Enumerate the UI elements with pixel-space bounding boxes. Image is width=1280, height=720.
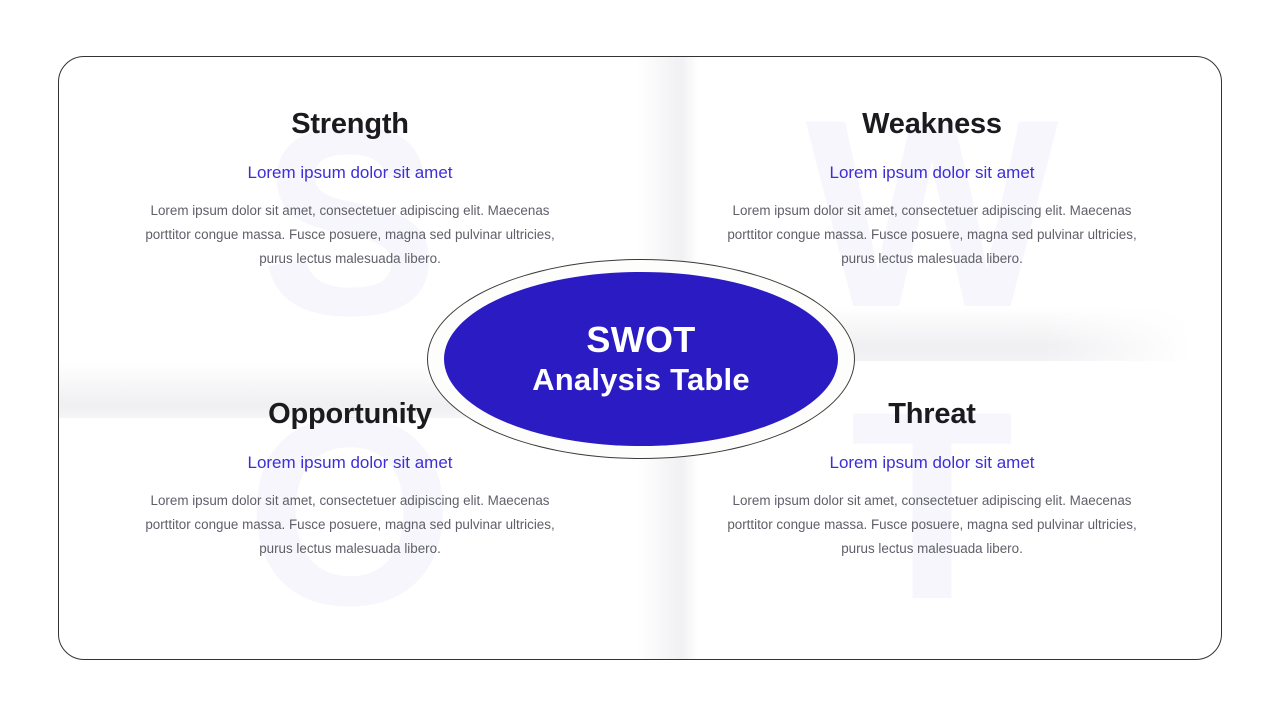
quadrant-subtitle-weakness: Lorem ipsum dolor sit amet xyxy=(829,162,1035,182)
quadrant-body-strength: Lorem ipsum dolor sit amet, consectetuer… xyxy=(145,203,555,266)
quadrant-title-weakness: Weakness xyxy=(862,108,1002,140)
quadrant-body-weakness: Lorem ipsum dolor sit amet, consectetuer… xyxy=(727,203,1137,266)
badge-title-line2: Analysis Table xyxy=(532,361,750,397)
badge-title-line1: SWOT xyxy=(586,319,696,361)
badge-fill-ellipse: SWOT Analysis Table xyxy=(444,272,838,446)
quadrant-body-threat: Lorem ipsum dolor sit amet, consectetuer… xyxy=(727,493,1137,556)
quadrant-subtitle-threat: Lorem ipsum dolor sit amet xyxy=(829,452,1035,472)
quadrant-subtitle-strength: Lorem ipsum dolor sit amet xyxy=(247,162,453,182)
center-badge[interactable]: SWOT Analysis Table xyxy=(427,259,855,459)
quadrant-title-strength: Strength xyxy=(291,108,409,140)
quadrant-title-threat: Threat xyxy=(888,398,976,430)
quadrant-body-opportunity: Lorem ipsum dolor sit amet, consectetuer… xyxy=(145,493,555,556)
quadrant-subtitle-opportunity: Lorem ipsum dolor sit amet xyxy=(247,452,453,472)
